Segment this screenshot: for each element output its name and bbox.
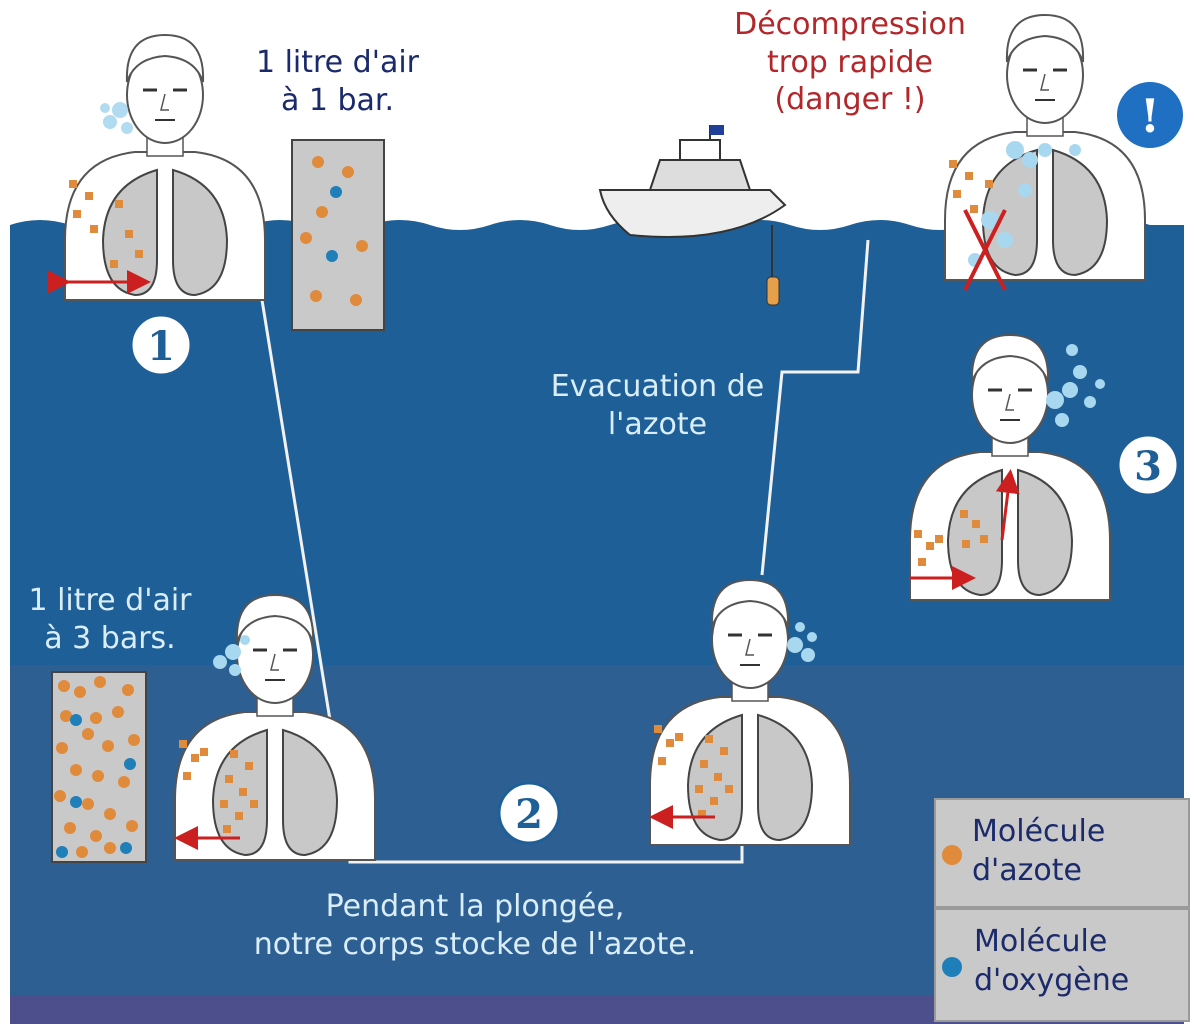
legend-nitrogen-label: Molécule d'azote [972, 812, 1105, 890]
nitrogen-dot-icon [942, 845, 962, 865]
svg-text:1: 1 [147, 323, 175, 370]
air-box-3-bars [52, 672, 146, 862]
air-box-1-bar [292, 140, 384, 330]
svg-text:2: 2 [515, 791, 543, 838]
svg-text:!: ! [1140, 89, 1160, 143]
decompression-warning: Décompression trop rapide (danger !) [700, 6, 1000, 119]
surface-air-label: 1 litre d'air à 1 bar. [220, 44, 455, 119]
svg-text:3: 3 [1134, 443, 1162, 490]
deep-air-label: 1 litre d'air à 3 bars. [10, 582, 210, 657]
danger-badge: ! [1117, 82, 1183, 148]
legend-oxygen-label: Molécule d'oxygène [974, 922, 1129, 1000]
step-badge-3: 3 [1118, 435, 1178, 495]
step-badge-2: 2 [499, 783, 559, 843]
evacuation-label: Evacuation de l'azote [520, 368, 795, 443]
step-badge-1: 1 [131, 315, 191, 375]
oxygen-dot-icon [942, 957, 962, 977]
dive-caption: Pendant la plongée, notre corps stocke d… [180, 888, 770, 963]
